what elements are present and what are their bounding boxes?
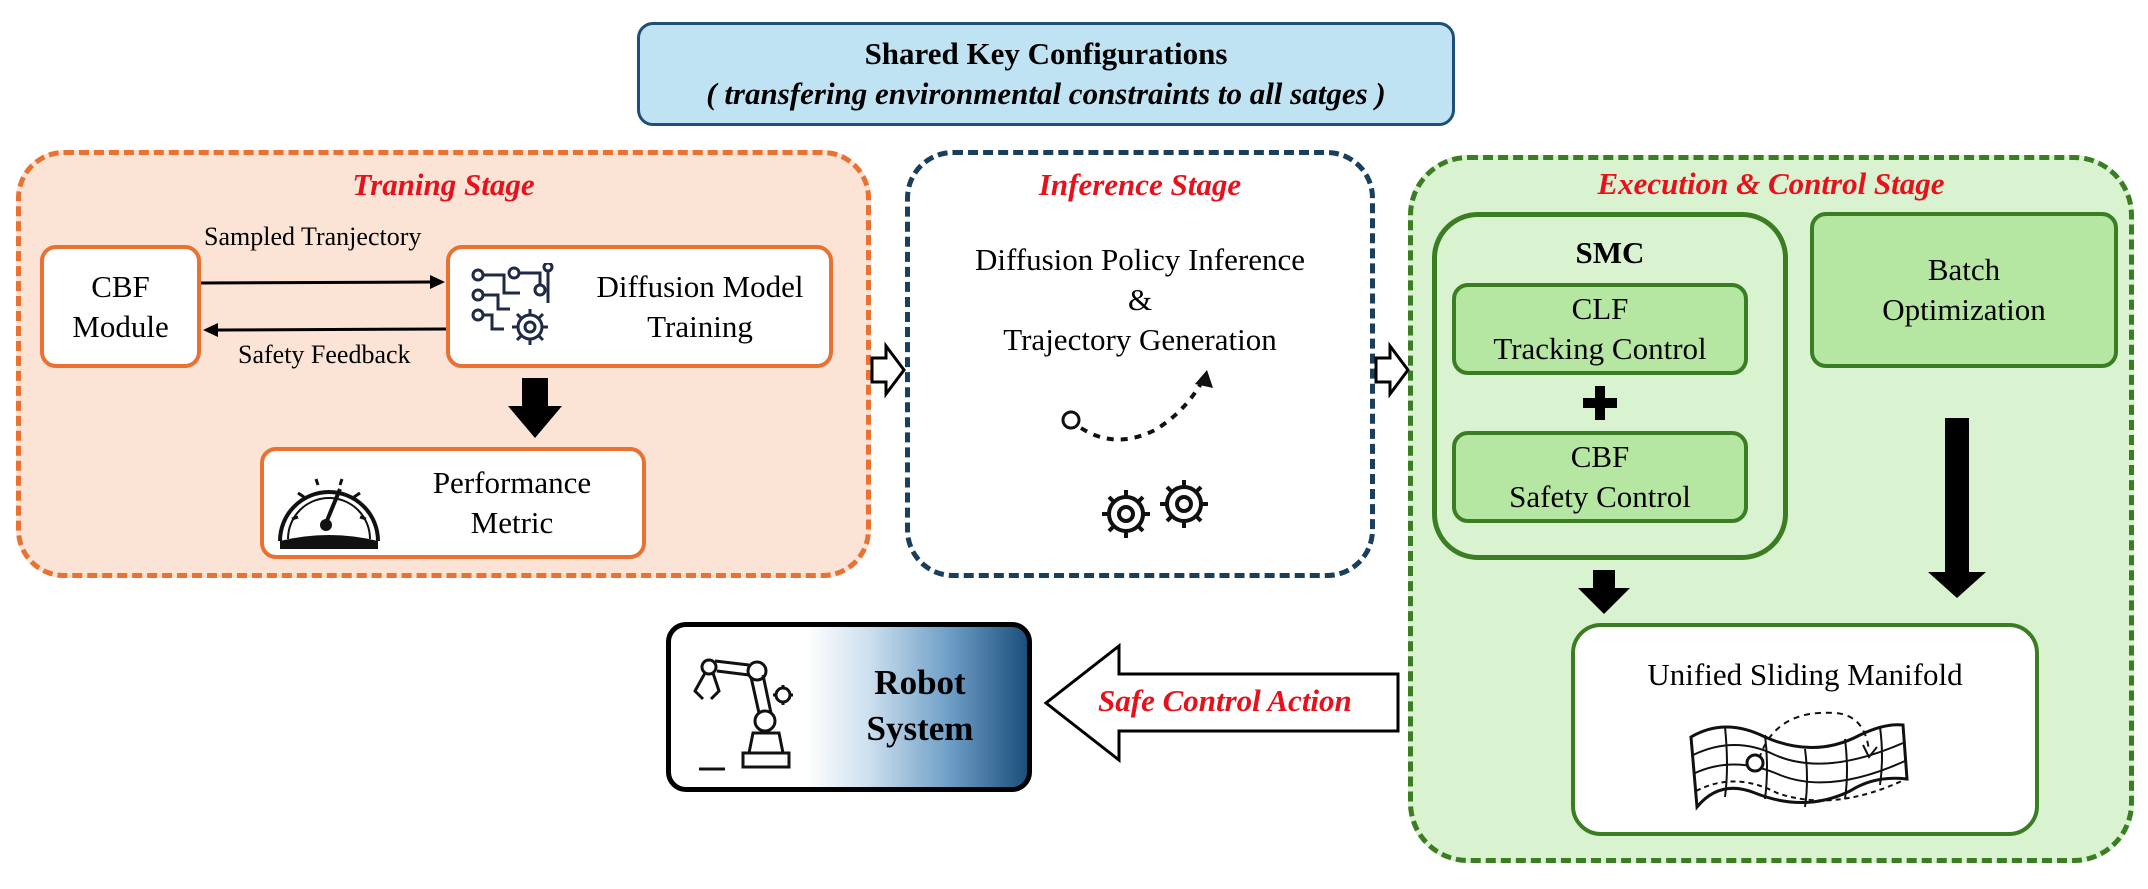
cbf-safety-line2: Safety Control <box>1509 479 1691 514</box>
batch-to-manifold-arrow <box>1928 418 1986 598</box>
diffusion-line2: Training <box>647 308 753 344</box>
diffusion-training-label: Diffusion Model Training <box>570 249 830 364</box>
robot-system-box <box>666 622 1032 792</box>
circuit-gear-icon <box>471 263 554 345</box>
training-stage-title: Traning Stage <box>352 167 535 202</box>
batch-line2: Optimization <box>1882 292 2046 327</box>
shared-key-configurations-box: Shared Key Configurations ( transfering … <box>637 22 1455 126</box>
trajectory-icon <box>1061 370 1213 442</box>
plus-icon <box>1583 386 1617 420</box>
inference-line3: Trajectory Generation <box>1003 322 1277 357</box>
performance-metric-box: Performance Metric <box>260 447 646 559</box>
perf-line1: Performance <box>432 465 592 500</box>
cbf-module-line1: CBF <box>91 268 150 304</box>
safety-feedback-label: Safety Feedback <box>238 340 411 369</box>
clf-tracking-control-box: CLF Tracking Control <box>1452 283 1748 375</box>
cbf-module-line2: Module <box>72 308 169 344</box>
speedometer-icon <box>278 478 380 549</box>
sampled-trajectory-label: Sampled Tranjectory <box>204 222 422 251</box>
robot-arm-icon <box>693 658 793 771</box>
header-subtitle: ( transfering environmental constraints … <box>706 76 1386 111</box>
diffusion-training-box: Diffusion Model Training <box>446 245 833 368</box>
unified-sliding-manifold-box: Unified Sliding Manifold <box>1571 623 2039 836</box>
safe-control-action-label: Safe Control Action <box>1098 683 1352 718</box>
inference-to-execution-arrow <box>1374 341 1410 399</box>
sampled-trajectory-arrow <box>200 275 445 289</box>
robot-line1: Robot <box>874 663 966 702</box>
cbf-safety-line1: CBF <box>1570 439 1630 474</box>
safety-feedback-arrow <box>203 323 447 337</box>
execution-stage-title: Execution & Control Stage <box>1597 166 1945 201</box>
diffusion-line1: Diffusion Model <box>596 268 804 304</box>
inference-line1: Diffusion Policy Inference <box>975 242 1305 277</box>
gears-icon <box>1102 480 1208 538</box>
inference-stage-title: Inference Stage <box>1038 167 1242 202</box>
batch-optimization-box: Batch Optimization <box>1810 212 2118 368</box>
clf-line2: Tracking Control <box>1493 331 1707 366</box>
robot-system-label: Robot System <box>820 660 1020 752</box>
inference-text: Diffusion Policy Inference & Trajectory … <box>905 240 1375 360</box>
inference-line2: & <box>1127 282 1153 317</box>
header-title: Shared Key Configurations <box>864 36 1228 71</box>
clf-line1: CLF <box>1571 291 1629 326</box>
perf-line2: Metric <box>470 505 554 540</box>
training-to-inference-arrow <box>870 341 906 399</box>
manifold-label: Unified Sliding Manifold <box>1647 657 1963 692</box>
safe-control-action-arrow <box>1043 642 1400 764</box>
performance-metric-label: Performance Metric <box>382 451 642 555</box>
smc-to-manifold-arrow <box>1578 570 1630 614</box>
cbf-module-box: CBF Module <box>40 245 201 368</box>
robot-line2: System <box>866 709 974 748</box>
diffusion-to-performance-arrow <box>508 378 562 438</box>
batch-line1: Batch <box>1927 252 2001 287</box>
cbf-safety-control-box: CBF Safety Control <box>1452 431 1748 523</box>
manifold-surface-icon <box>1689 711 1909 811</box>
smc-title: SMC <box>1575 235 1645 270</box>
